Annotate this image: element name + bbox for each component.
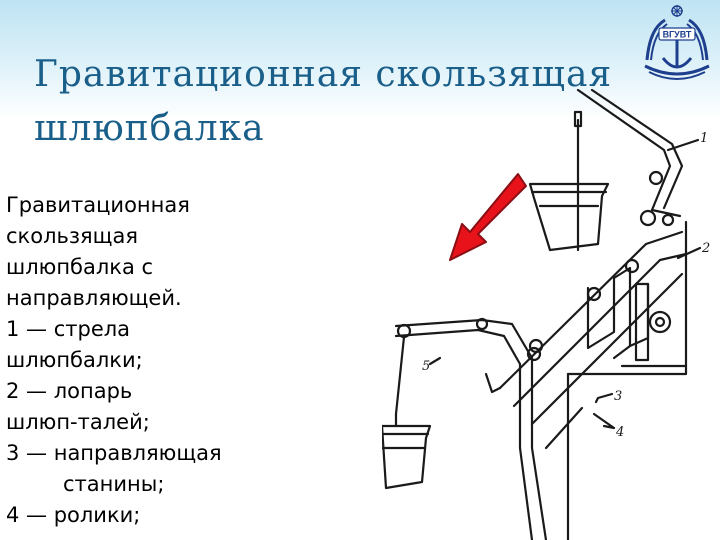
item-3-line-2: станины; — [63, 472, 165, 496]
callout-label: 3 — [614, 389, 622, 404]
red-pointer-arrow — [449, 173, 527, 261]
anchor-emblem-icon — [644, 5, 710, 80]
guide-rail — [512, 252, 688, 408]
callout-label: 1 — [700, 131, 708, 146]
roller — [528, 338, 544, 354]
item-1-line-1: 1 — стрела — [6, 317, 131, 341]
item-1-line-2: шлюпбалки; — [6, 348, 143, 372]
intro-line: Гравитационная — [6, 193, 190, 217]
pulley — [648, 170, 664, 186]
hook — [573, 110, 583, 128]
callout-label: 5 — [422, 359, 430, 374]
deck-line — [566, 364, 688, 376]
intro-line: направляющей. — [6, 286, 182, 310]
lower-frame — [394, 318, 534, 450]
slide-title: Гравитационная скользящая шлюпбалка — [34, 48, 612, 156]
winch-drum — [648, 310, 672, 334]
title-line-1: Гравитационная скользящая — [34, 54, 613, 95]
intro-line: шлюпбалка с — [6, 255, 154, 279]
callout-label: 4 — [615, 425, 624, 440]
item-4-line-1: 4 — ролики; — [6, 503, 141, 527]
header-gradient-band — [0, 0, 720, 120]
intro-line: скользящая — [6, 224, 138, 248]
pulley — [639, 209, 657, 227]
item-3-line-1: 3 — направляющая — [6, 441, 222, 465]
lowered-boat — [382, 424, 432, 490]
item-2-line-1: 2 — лопарь — [6, 379, 133, 403]
davit-arm — [576, 88, 682, 218]
title-line-2: шлюпбалка — [34, 108, 265, 149]
stowed-boat — [528, 182, 610, 252]
pulley — [661, 213, 675, 227]
callout-label: 2 — [701, 241, 710, 256]
davit-diagram: 1 2 3 4 5 — [382, 88, 710, 540]
item-2-line-2: шлюп-талей; — [6, 410, 150, 434]
guide-rail — [498, 230, 684, 390]
roller — [624, 258, 640, 274]
university-logo: ВГУВТ — [644, 5, 710, 80]
logo-text: ВГУВТ — [663, 30, 692, 40]
description-list: Гравитационная скользящая шлюпбалка с на… — [6, 190, 336, 531]
lower-fall — [394, 335, 406, 416]
